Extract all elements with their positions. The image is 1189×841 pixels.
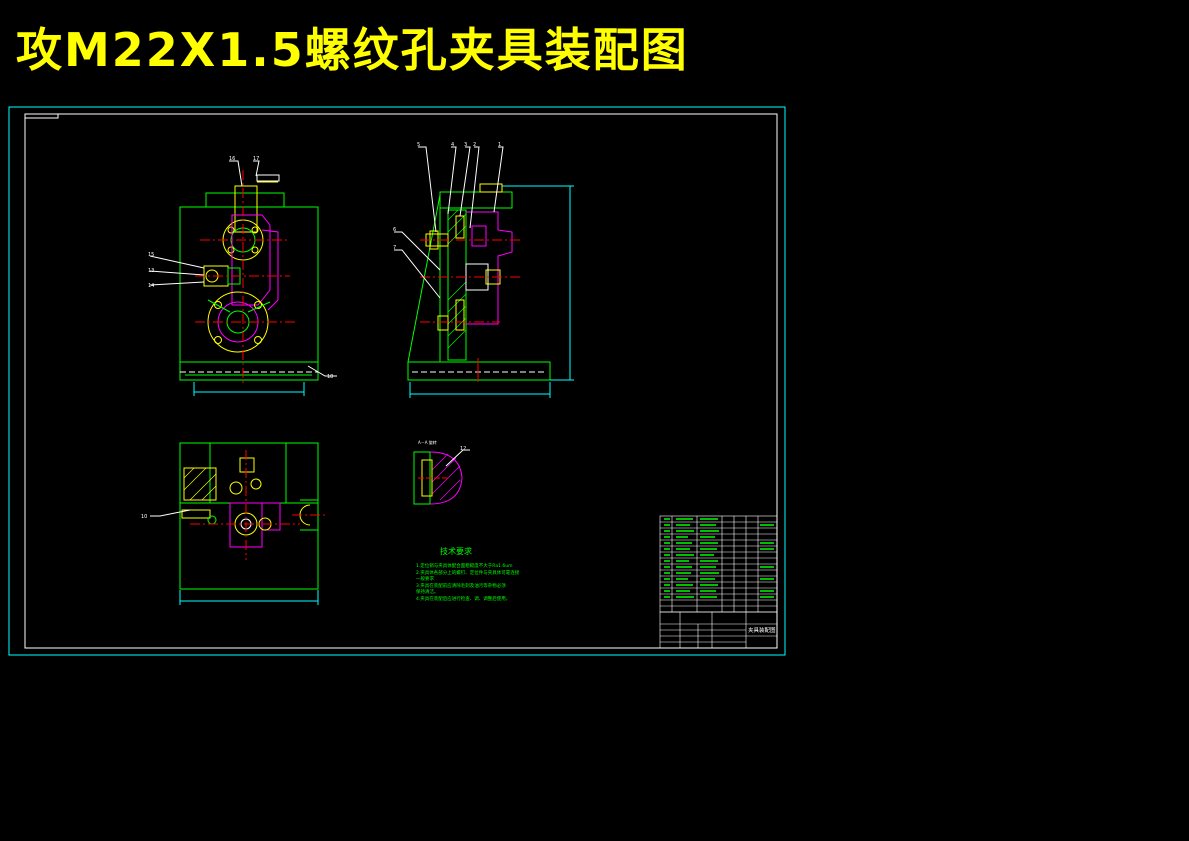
note-line: 1.定位销与夹具体配合面粗糙度不大于Ra1.6um xyxy=(416,562,512,569)
part-label: 2 xyxy=(473,142,476,148)
note-line: 2.夹具体各部分上的螺钉、定位件与夹具体可靠连接 xyxy=(416,569,520,576)
part-label: 12 xyxy=(460,446,466,452)
part-label: 10 xyxy=(141,514,147,520)
note-line: 4.夹具在装配后应进行检查、调、调整后使用。 xyxy=(416,595,510,602)
notes-title: 技术要求 xyxy=(440,546,472,556)
drawing-name: 夹具装配图 xyxy=(748,626,776,634)
section-title: A－A 旋转 xyxy=(418,439,437,445)
page-title: 攻M22X1.5螺纹孔夹具装配图 xyxy=(16,23,689,77)
part-label: 17 xyxy=(253,156,259,162)
parts-list xyxy=(659,515,778,613)
base-plate xyxy=(179,361,319,381)
part-label: 6 xyxy=(393,227,396,233)
part-label: 1 xyxy=(498,142,501,148)
top-view-body xyxy=(179,442,319,590)
part-label: 5 xyxy=(417,142,420,148)
parts-list-entries xyxy=(664,518,774,598)
part-label: 18 xyxy=(327,374,333,380)
note-line: 保持清洁。 xyxy=(416,588,439,595)
title-block xyxy=(659,611,778,649)
part-label: 13 xyxy=(148,268,154,274)
part-label: 4 xyxy=(451,142,454,148)
part-label: 3 xyxy=(464,142,467,148)
part-label: 7 xyxy=(393,245,396,251)
part-label: 14 xyxy=(148,283,154,289)
front-view xyxy=(149,160,337,396)
part-label: 16 xyxy=(229,156,235,162)
note-line: 一般要求 xyxy=(416,575,434,582)
sheet-frame xyxy=(8,106,786,656)
side-view xyxy=(394,146,574,398)
top-view xyxy=(150,442,328,605)
note-line: 3.夹具在装配前应清除毛刺及油污等杂物必须 xyxy=(416,582,506,589)
part-label: 15 xyxy=(148,252,154,258)
section-view xyxy=(413,449,470,505)
